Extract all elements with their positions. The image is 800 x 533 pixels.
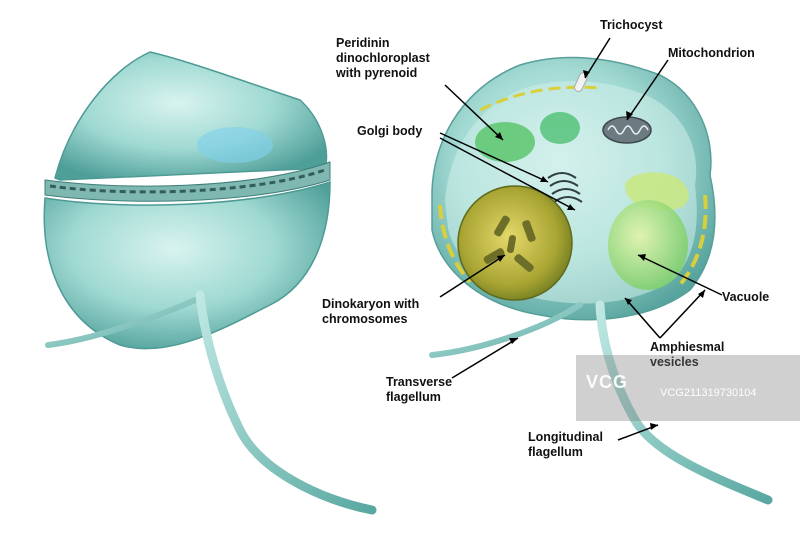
leader-mitochondrion: [626, 59, 669, 121]
label-transverse-flagellum: Transverse flagellum: [386, 375, 453, 404]
left-transverse-flagellum: [45, 297, 198, 348]
arrowhead-transverse: [509, 338, 518, 344]
label-mitochondrion: Mitochondrion: [668, 46, 755, 60]
arrowhead-amphiesmal-1: [625, 298, 632, 305]
left-cell-girdle-chain: [49, 168, 326, 194]
watermark-logo: VCG: [586, 372, 629, 392]
label-amphiesmal-vesicles: Amphiesmal vesicles: [650, 340, 725, 369]
mitochondrion-cristae: [607, 125, 649, 135]
leader-golgi-1: [439, 132, 549, 183]
left-longitudinal-flagellum: [195, 290, 377, 515]
amphiesmal-vesicles-top: [479, 85, 601, 112]
label-trichocyst: Trichocyst: [600, 18, 663, 32]
left-cell-hypocone: [43, 180, 331, 350]
label-vacuole: Vacuole: [722, 290, 770, 304]
right-cell-cutaway: [429, 56, 773, 505]
label-longitudinal-flagellum: Longitudinal flagellum: [528, 430, 603, 459]
leader-dinokaryon: [439, 254, 506, 298]
vacuole: [608, 200, 688, 290]
leader-transverse: [451, 337, 519, 379]
chromosomes: [483, 215, 536, 272]
left-cell-epicone: [54, 51, 328, 181]
arrowhead-mitochondrion: [626, 111, 633, 120]
arrowhead-peridinin: [495, 132, 503, 140]
label-golgi-body: Golgi body: [357, 124, 423, 138]
arrowhead-golgi-2: [567, 204, 575, 210]
arrowhead-longitudinal: [650, 423, 658, 430]
chloroplast: [475, 122, 535, 162]
arrowhead-golgi-1: [540, 176, 548, 182]
amphiesmal-vesicles-left: [438, 204, 472, 284]
leader-trichocyst: [584, 37, 611, 79]
label-peridinin-chloroplast: Peridinin dinochloroplast with pyrenoid: [336, 36, 430, 80]
label-dinokaryon: Dinokaryon with chromosomes: [322, 297, 420, 326]
watermark-panel: [576, 355, 800, 421]
left-cell-external: [43, 51, 377, 515]
leader-golgi-2: [439, 137, 576, 211]
pyrenoid: [540, 112, 580, 144]
arrowhead-amphiesmal-2: [698, 290, 705, 298]
arrowhead-trichocyst: [583, 70, 590, 78]
leader-peridinin: [444, 84, 504, 141]
golgi-body: [547, 172, 583, 203]
leader-arrowheads: [495, 70, 705, 430]
right-transverse-flagellum: [429, 302, 583, 358]
leader-amphiesmal-1: [624, 297, 661, 339]
watermark-id: VCG211319730104: [660, 387, 757, 399]
left-cell-cingulum: [44, 161, 331, 202]
leader-amphiesmal-2: [659, 289, 706, 339]
mitochondrion: [602, 116, 652, 144]
arrowhead-dinokaryon: [497, 255, 505, 262]
leader-lines: [439, 37, 723, 441]
arrowhead-vacuole: [638, 254, 646, 261]
left-cell-highlight: [197, 127, 273, 163]
right-longitudinal-flagellum: [595, 300, 773, 505]
leader-vacuole: [637, 254, 723, 296]
